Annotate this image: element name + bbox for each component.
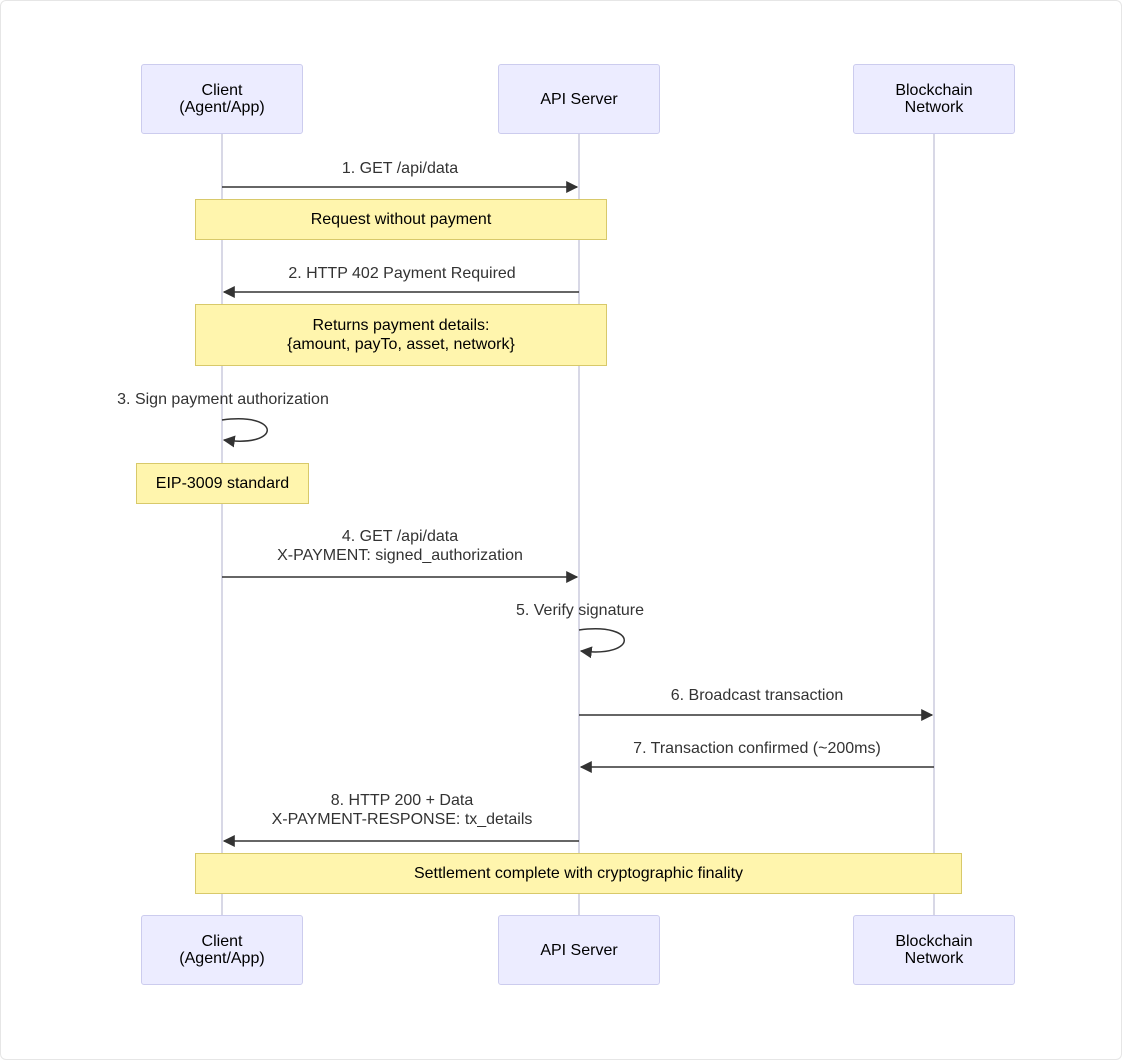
note-payment-details: Returns payment details: {amount, payTo,… [195, 304, 607, 366]
note-settlement-complete: Settlement complete with cryptographic f… [195, 853, 962, 894]
arrow-step-5 [578, 628, 625, 659]
message-label-8: 8. HTTP 200 + Data X-PAYMENT-RESPONSE: t… [271, 792, 533, 828]
participant-api-top: API Server [498, 64, 660, 134]
message-label-5: 5. Verify signature [515, 602, 645, 619]
message-label-6: 6. Broadcast transaction [670, 687, 844, 704]
participant-api-bottom: API Server [498, 915, 660, 985]
participant-chain-bottom: Blockchain Network [853, 915, 1015, 985]
message-label-4: 4. GET /api/data X-PAYMENT: signed_autho… [277, 528, 523, 564]
participant-client-bottom: Client (Agent/App) [141, 915, 303, 985]
participant-chain-top: Blockchain Network [853, 64, 1015, 134]
arrow-step-3 [221, 418, 268, 448]
message-label-3: 3. Sign payment authorization [117, 391, 329, 408]
note-request-without-payment: Request without payment [195, 199, 607, 240]
participant-client-top: Client (Agent/App) [141, 64, 303, 134]
message-label-2: 2. HTTP 402 Payment Required [288, 265, 516, 282]
note-eip-3009: EIP-3009 standard [136, 463, 309, 504]
message-label-7: 7. Transaction confirmed (~200ms) [633, 740, 881, 757]
message-label-1: 1. GET /api/data [341, 160, 459, 177]
